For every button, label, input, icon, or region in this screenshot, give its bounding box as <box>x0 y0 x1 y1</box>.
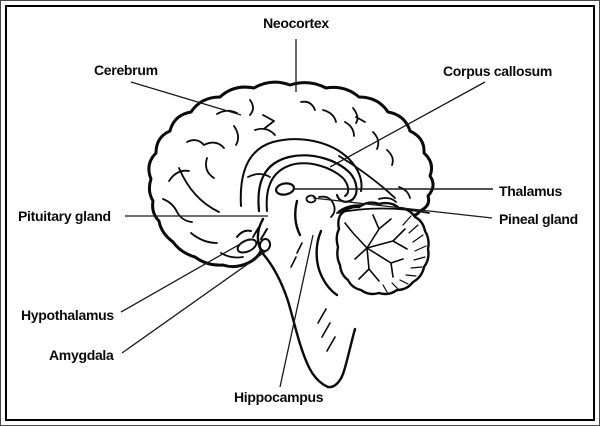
label-hypothalamus: Hypothalamus <box>21 307 114 323</box>
leader-corpus-callosum <box>329 81 486 168</box>
pons-hatch-marks <box>290 242 336 352</box>
tentorium-line <box>336 207 430 214</box>
label-cerebrum: Cerebrum <box>94 62 158 78</box>
label-thalamus: Thalamus <box>499 183 562 199</box>
cerebellum-arbor-vitae <box>344 214 408 282</box>
pineal-gland-shape <box>305 194 336 218</box>
leader-cerebrum <box>130 81 242 116</box>
leader-hippocampus <box>279 234 314 388</box>
label-pineal-gland: Pineal gland <box>499 211 578 227</box>
cerebellum-outline <box>335 201 430 296</box>
leader-amygdala <box>121 248 270 354</box>
cerebellum-striations <box>382 215 427 293</box>
thalamus-shape <box>274 182 296 196</box>
label-corpus-callosum: Corpus callosum <box>443 63 553 79</box>
label-hippocampus: Hippocampus <box>234 389 324 405</box>
leader-pineal-gland <box>312 197 493 219</box>
label-pituitary-gland: Pituitary gland <box>18 208 111 224</box>
sulci-lines <box>162 99 411 259</box>
leader-hypothalamus <box>120 238 250 313</box>
label-amygdala: Amygdala <box>49 347 114 363</box>
cerebrum-outline <box>147 80 435 269</box>
label-neocortex: Neocortex <box>263 15 329 31</box>
